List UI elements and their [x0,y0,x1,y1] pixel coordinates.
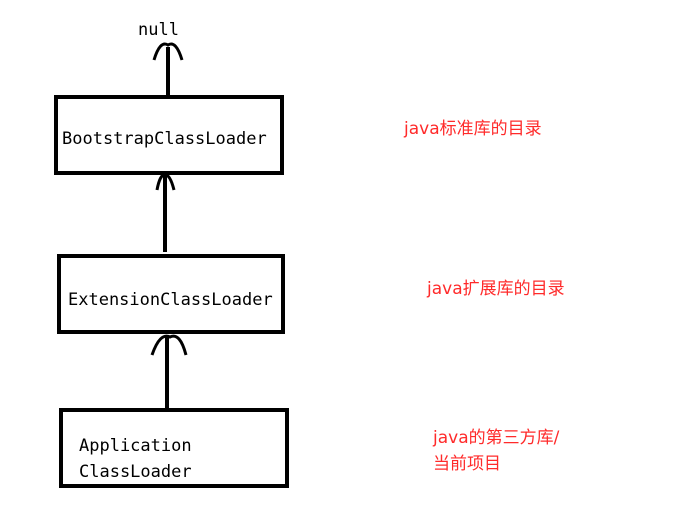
extension-classloader-box: ExtensionClassLoader [57,254,285,334]
bootstrap-note: java标准库的目录 [404,119,542,139]
bootstrap-classloader-box: BootstrapClassLoader [54,95,284,175]
extension-classloader-label: ExtensionClassLoader [68,290,273,310]
arrow-extension-to-bootstrap [155,173,176,252]
application-classloader-box: Application ClassLoader [59,408,289,488]
arrow-application-to-extension [150,334,188,410]
application-classloader-label-line2: ClassLoader [79,462,192,482]
application-note-line1: java的第三方库/ [433,428,560,448]
application-note-line2: 当前项目 [433,454,501,474]
bootstrap-classloader-label: BootstrapClassLoader [62,129,267,149]
application-classloader-label-line1: Application [79,436,192,456]
null-label: null [138,20,179,40]
arrow-to-null [152,42,184,96]
extension-note: java扩展库的目录 [427,279,565,299]
